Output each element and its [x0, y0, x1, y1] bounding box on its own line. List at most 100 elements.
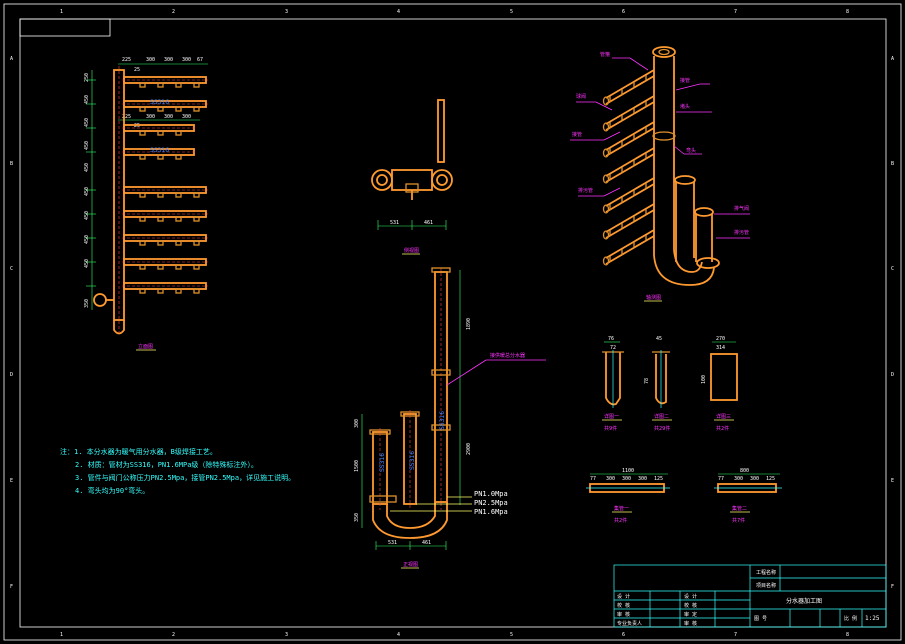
column-label: 2 — [172, 9, 175, 15]
title-sheet-label: 图 号 — [754, 616, 767, 622]
title-project: 工程名称 — [756, 569, 776, 576]
pressure-label: PN2.5Mpa — [474, 499, 508, 507]
iso-label: 管箍 — [600, 51, 610, 58]
row-label: A — [10, 56, 13, 62]
header-count: 共7件 — [732, 517, 745, 524]
row-label: A — [891, 56, 894, 62]
dim-label: 450 — [84, 95, 90, 104]
title-role: 校 核 — [684, 602, 697, 609]
dim-label: 300 — [182, 114, 191, 120]
dim-label: 1890 — [466, 318, 472, 330]
dim-label: 450 — [84, 211, 90, 220]
dim-label: 531 — [390, 220, 399, 226]
side-view: 531 461 侧视图 — [371, 99, 453, 255]
iso-label: 球阀 — [576, 93, 586, 100]
column-label: 8 — [846, 9, 849, 15]
dim-label: 225 — [122, 114, 131, 120]
isometric-branch — [602, 229, 655, 266]
column-label: 8 — [846, 632, 849, 638]
title-role: 审 核 — [617, 611, 630, 618]
row-label: B — [891, 161, 894, 167]
row-label: D — [10, 372, 13, 378]
dim-label: 350 — [354, 513, 360, 522]
pressure-label: PN1.0Mpa — [474, 490, 508, 498]
iso-label: 排气阀 — [734, 205, 749, 212]
grid-column-labels: 1 2 3 4 5 6 7 8 1 2 3 4 5 6 7 8 — [60, 9, 849, 638]
dim-label: 450 — [84, 259, 90, 268]
title-drawing-name: 分水器加工图 — [786, 597, 822, 605]
column-label: 4 — [397, 9, 400, 15]
dim-label: 531 — [388, 540, 397, 546]
isometric-branch — [602, 177, 655, 214]
dim-label: 300 — [146, 57, 155, 63]
front-view-note: SS316 — [439, 411, 446, 430]
header-label: 集管一 — [614, 505, 629, 512]
dim-label: 250 — [84, 73, 90, 82]
dim-label: 300 — [750, 476, 759, 482]
isometric-branch — [602, 69, 655, 106]
row-label: E — [10, 478, 13, 484]
dim-label: 225 — [122, 57, 131, 63]
dim-label: 77 — [590, 476, 596, 482]
title-scale: 1:25 — [865, 615, 880, 622]
elevation-branch — [86, 76, 208, 88]
isometric-caption: 轴测图 — [646, 294, 661, 301]
column-label: 2 — [172, 632, 175, 638]
short-header-2: 800 77 300 300 125 集管二 共7件 — [714, 468, 782, 524]
dim-label: 78 — [644, 378, 650, 384]
pressure-label: PN1.6Mpa — [474, 508, 508, 516]
detail-count: 共2件 — [716, 425, 729, 432]
dim-label: 350 — [84, 299, 90, 308]
dim-label: 67 — [197, 57, 203, 63]
elevation-branch — [86, 148, 196, 160]
detail-label: 详图二 — [654, 413, 669, 420]
front-view-note: SS316 — [379, 453, 386, 472]
dim-label: 450 — [84, 141, 90, 150]
dim-label: 100 — [701, 375, 707, 384]
isometric-branch — [602, 95, 655, 132]
elevation-top-dims: 225 300 300 300 67 25 225 300 300 300 25 — [118, 57, 208, 129]
title-role: 校 核 — [617, 602, 630, 609]
elevation-note: SS316 — [150, 99, 169, 106]
header-count: 共2件 — [614, 517, 627, 524]
dim-label: 300 — [622, 476, 631, 482]
title-role: 设 计 — [684, 593, 697, 600]
header-label: 集管二 — [732, 505, 747, 512]
dim-label: 1100 — [622, 468, 634, 474]
dim-label: 25 — [134, 67, 140, 73]
iso-label: 排污管 — [734, 229, 749, 236]
title-role: 专业负责人 — [617, 620, 642, 627]
dim-label: 450 — [84, 163, 90, 172]
elevation-caption: 立面图 — [138, 343, 153, 350]
dim-label: 300 — [734, 476, 743, 482]
note-line: 注：1. 本分水器为暖气用分水器，B级焊接工艺。 — [60, 447, 217, 456]
dim-label: 300 — [354, 419, 360, 428]
dim-label: 72 — [610, 345, 616, 351]
dim-label: 2900 — [466, 443, 472, 455]
detail-2: 45 78 详图二 共29件 — [644, 336, 672, 432]
row-label: F — [891, 584, 894, 590]
row-label: C — [10, 266, 13, 272]
column-label: 3 — [285, 632, 288, 638]
elevation-view: 225 300 300 300 67 25 225 300 300 300 25… — [84, 57, 208, 351]
row-label: E — [891, 478, 894, 484]
dim-label: 300 — [182, 57, 191, 63]
elevation-header-pipe — [93, 66, 125, 335]
dim-label: 300 — [146, 114, 155, 120]
detail-1: 76 72 详图一 共9件 — [602, 336, 624, 432]
front-view-callout: 接供暖总分水器 — [490, 352, 525, 359]
dim-label: 300 — [606, 476, 615, 482]
dim-label: 314 — [716, 345, 725, 351]
column-label: 5 — [510, 632, 513, 638]
iso-label: 接管 — [680, 77, 690, 84]
elevation-branch — [86, 124, 196, 136]
dim-label: 76 — [608, 336, 614, 342]
front-view-note: SS316 — [409, 451, 416, 470]
column-label: 7 — [734, 632, 737, 638]
short-header-1: 1100 77 300 300 300 125 集管一 共2件 — [586, 468, 670, 524]
elevation-branch — [86, 258, 208, 270]
dim-label: 77 — [718, 476, 724, 482]
column-label: 4 — [397, 632, 400, 638]
isometric-view: 管箍 接管 球阀 堵头 接管 弯头 排污管 排气阀 排污管 轴测图 — [570, 46, 750, 302]
row-label: D — [891, 372, 894, 378]
